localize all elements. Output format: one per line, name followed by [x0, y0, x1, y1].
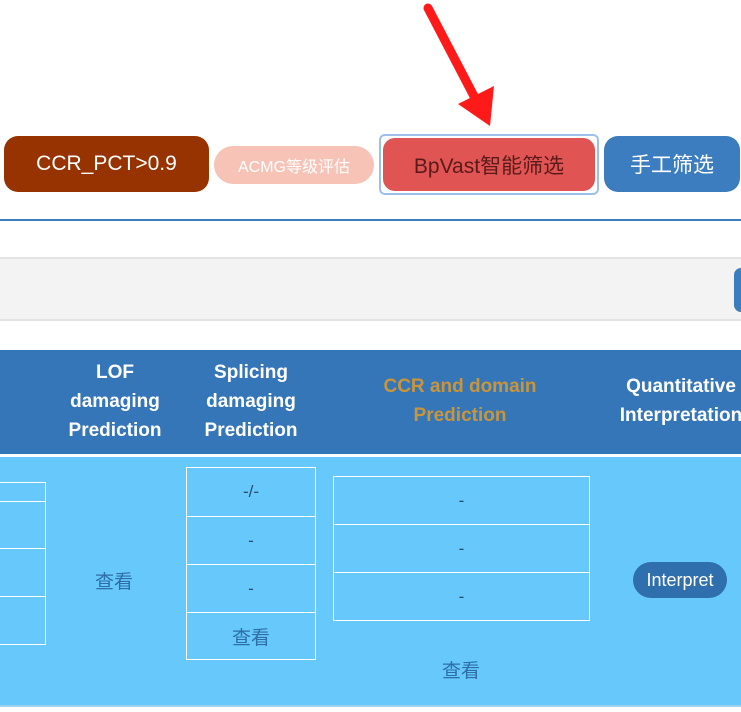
table-row: [0, 457, 741, 705]
table-bottom-border: [0, 705, 741, 712]
header-quantitative-interpretation[interactable]: Quantitative Interpretation: [619, 376, 741, 426]
search-button-edge[interactable]: [734, 268, 741, 312]
bpvast-smart-filter-label: BpVast智能筛选: [413, 154, 565, 178]
left-subtable-cell: [0, 501, 46, 549]
acmg-grade-button[interactable]: ACMG等级评估: [214, 146, 374, 184]
header-ccr-domain-prediction[interactable]: CCR and domain Prediction: [383, 376, 537, 426]
red-arrow-icon: [423, 3, 494, 126]
ccr-cell-1: -: [333, 476, 590, 525]
search-bar: [0, 257, 741, 321]
acmg-grade-label: ACMG等级评估: [237, 159, 350, 176]
ccr-pct-filter-label: CCR_PCT>0.9: [36, 152, 177, 175]
splicing-cell-3: -: [186, 564, 316, 613]
bpvast-smart-filter-button[interactable]: BpVast智能筛选: [383, 138, 595, 191]
ccr-pct-filter-button[interactable]: CCR_PCT>0.9: [4, 136, 209, 192]
left-subtable-cell: [0, 596, 46, 645]
manual-filter-label: 手工筛选: [630, 154, 714, 177]
splicing-cell-view: 查看: [186, 612, 316, 660]
left-subtable-cell: [0, 482, 46, 502]
section-divider: [0, 219, 741, 221]
ccr-cell-2: -: [333, 524, 590, 573]
lof-view-link[interactable]: 查看: [95, 572, 134, 593]
ccr-cell-3: -: [333, 572, 590, 621]
manual-filter-button[interactable]: 手工筛选: [604, 136, 740, 192]
splicing-view-link[interactable]: 查看: [231, 627, 270, 649]
splicing-cell-2: -: [186, 516, 316, 565]
header-splicing-prediction[interactable]: Splicing damaging Prediction: [204, 362, 298, 441]
splicing-cell-1: -/-: [186, 467, 316, 517]
interpret-button[interactable]: Interpret: [633, 562, 727, 598]
interpret-button-label: Interpret: [646, 569, 714, 590]
ccr-view-link[interactable]: 查看: [442, 661, 481, 682]
bpvast-focus-frame: [379, 134, 599, 195]
header-lof-prediction[interactable]: LOF damaging Prediction: [68, 362, 162, 441]
table-header: LOF damaging Prediction Splicing damagin…: [0, 350, 741, 454]
left-subtable-cell: [0, 548, 46, 597]
